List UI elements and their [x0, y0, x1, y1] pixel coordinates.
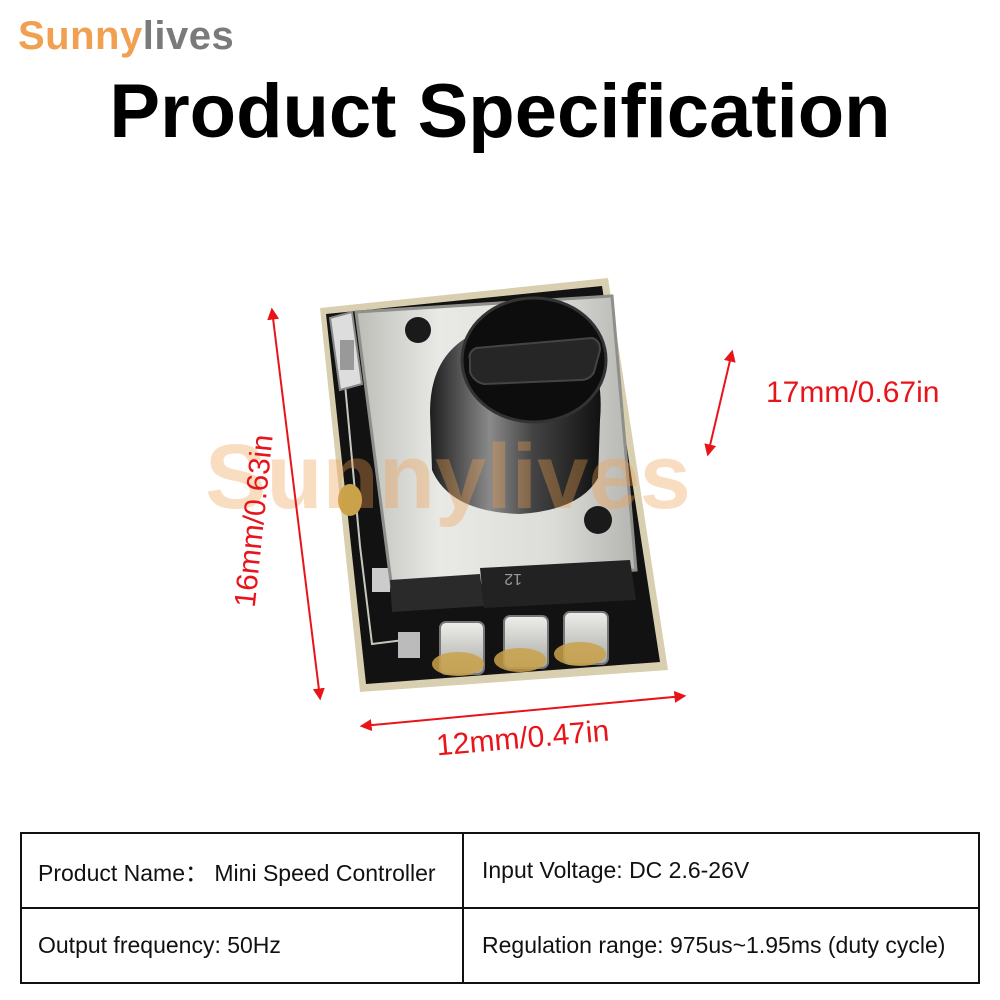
spec-table: Product Name： Mini Speed Controller Inpu…	[20, 832, 980, 984]
spec-output-frequency: Output frequency: 50Hz	[20, 907, 464, 984]
brand-logo: Sunnylives	[18, 14, 234, 59]
table-row: Output frequency: 50Hz Regulation range:…	[20, 907, 980, 984]
mounting-hole-bottom	[584, 506, 612, 534]
depth-arrow	[704, 349, 736, 457]
width-arrow	[359, 690, 687, 732]
page-title: Product Specification	[109, 69, 891, 154]
spec-product-name: Product Name： Mini Speed Controller	[20, 832, 464, 909]
table-row: Product Name： Mini Speed Controller Inpu…	[20, 832, 980, 909]
spec-regulation-range: Regulation range: 975us~1.95ms (duty cyc…	[462, 907, 980, 984]
rotary-knob	[430, 296, 608, 514]
solder-pads	[432, 611, 609, 676]
brand-logo-part2: lives	[142, 14, 235, 58]
height-arrow	[267, 307, 325, 701]
brand-logo-part1: Sunny	[18, 14, 143, 58]
mounting-hole-top	[405, 317, 431, 343]
spec-input-voltage: Input Voltage: DC 2.6-26V	[462, 832, 980, 909]
depth-dimension-label: 17mm/0.67in	[766, 376, 940, 409]
component-marking: 12	[504, 570, 522, 587]
